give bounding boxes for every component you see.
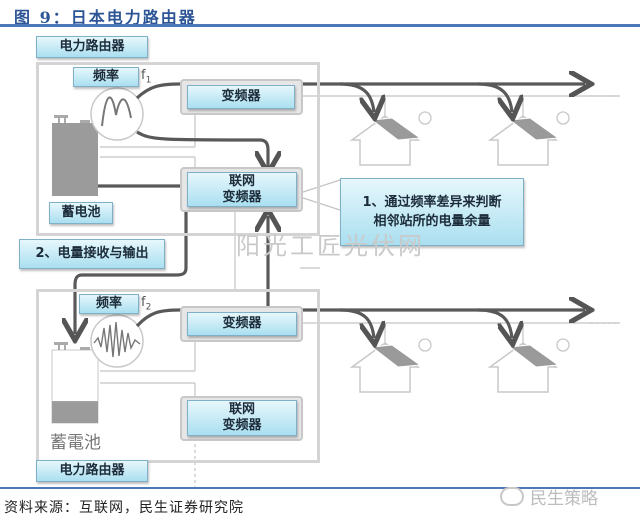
sun-icon [418,338,432,352]
arrow-icon [477,308,512,338]
arrow-icon [135,84,585,100]
arrow-icon [339,82,374,112]
top-divider [0,24,640,27]
battery-icon [52,115,98,196]
sine-wave-icon [90,314,144,368]
source-note: 资料来源：互联网，民生证券研究院 [4,500,244,516]
top-battery-label: 蓄电池 [49,202,113,224]
bottom-frequency-label: 频率 [79,294,139,314]
top-frequency-symbol: f1 [141,68,152,86]
bottom-grid-inverter-box: 联网 变频器 [187,400,297,436]
wechat-brand: 民生策略 [500,484,598,509]
solar-panel-icon [370,344,422,368]
top-router-label: 电力路由器 [36,36,148,58]
bottom-router-boundary [36,289,320,463]
sun-icon [418,111,432,125]
sun-icon [556,111,570,125]
top-router-boundary [36,62,320,236]
bottom-inverter-box: 变频器 [187,312,297,336]
wechat-brand-name: 民生策略 [530,489,598,509]
top-grid-inverter-box: 联网 变频器 [187,172,297,207]
sun-icon [556,338,570,352]
arrow-icon [339,308,374,338]
bottom-frequency-symbol: f2 [141,295,152,313]
annotation-frequency-difference: 1、通过频率差异来判断 相邻站所的电量余量 [340,178,524,246]
wechat-icon [500,487,524,506]
solar-panel-icon [508,117,560,141]
arrow-icon [135,310,585,328]
bottom-router-label: 电力路由器 [36,460,148,482]
battery-icon [51,342,99,424]
solar-panel-icon [370,117,422,141]
bottom-divider [0,487,640,489]
top-wiring [100,95,620,290]
top-frequency-label: 频率 [73,67,139,87]
arrow-icon [477,82,512,112]
arrow-icon [136,130,268,167]
bottom-battery-label: 蓄電池 [50,433,101,453]
annotation-energy-exchange: 2、电量接收与输出 [19,239,165,269]
figure-title: 图 9：日本电力路由器 [14,8,197,27]
sine-wave-icon [90,87,144,141]
solar-panel-icon [508,344,560,368]
watermark: 阳光工匠光伏网 [236,232,425,260]
top-inverter-box: 变频器 [187,85,295,109]
